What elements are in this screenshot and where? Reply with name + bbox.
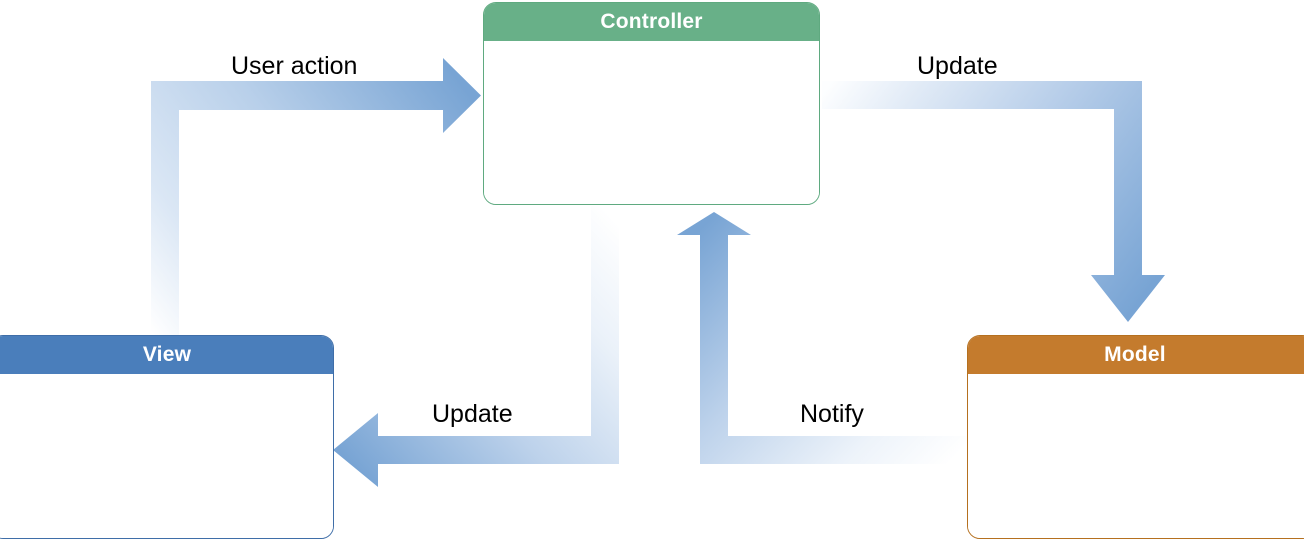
arrow-update-right	[822, 81, 1165, 322]
node-model-title: Model	[968, 336, 1304, 374]
edge-label-update-bottom: Update	[432, 400, 513, 428]
node-model[interactable]: Model	[967, 335, 1304, 539]
node-controller-title: Controller	[484, 3, 819, 41]
arrow-user-action	[151, 58, 481, 340]
node-controller-body	[484, 41, 819, 204]
node-view-body	[0, 374, 333, 538]
edge-label-notify: Notify	[800, 400, 864, 428]
edge-label-update-right: Update	[917, 52, 998, 80]
arrow-update-bottom	[333, 206, 619, 487]
node-view[interactable]: View	[0, 335, 334, 539]
node-view-title: View	[0, 336, 333, 374]
node-model-body	[968, 374, 1304, 538]
node-controller[interactable]: Controller	[483, 2, 820, 205]
edge-label-user-action: User action	[231, 52, 358, 80]
